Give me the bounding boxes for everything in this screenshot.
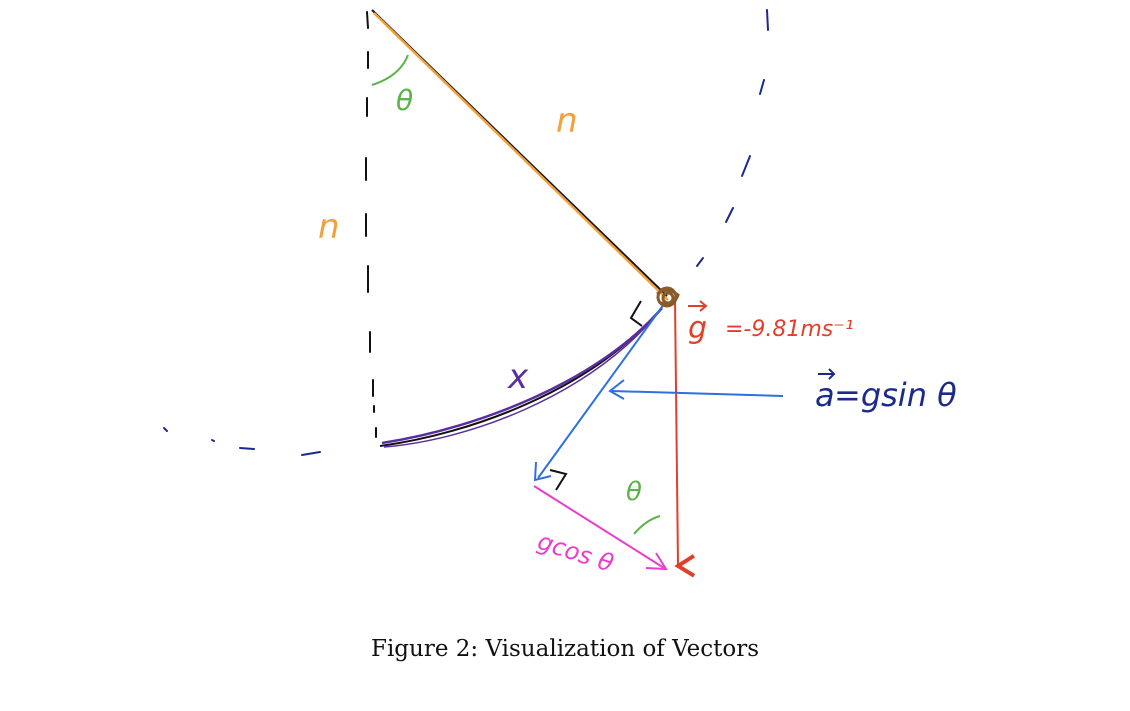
vertical-length-label: n (318, 207, 340, 247)
string-length-label: n (556, 101, 578, 141)
pendulum-bob (656, 286, 680, 308)
acceleration-label: a =gsin θ (815, 368, 957, 414)
theta-label-top: θ (396, 84, 413, 117)
gcos-magnitude-arrow (533, 485, 668, 571)
gcos-label: gcos θ (534, 527, 617, 578)
acceleration-formula: =gsin θ (834, 376, 957, 414)
acceleration-vector-hat (818, 368, 836, 380)
swing-arc (379, 307, 663, 448)
theta-angle-arc-bottom (633, 515, 661, 535)
arc-length-label: x (507, 357, 529, 397)
right-angle-mark-bottom (549, 469, 568, 491)
acceleration-symbol: a (815, 376, 835, 414)
gcos-component-arrow (533, 303, 665, 482)
gravity-symbol: g (688, 311, 707, 346)
acceleration-pointer-arrow (608, 379, 784, 400)
pendulum-vector-diagram: θ n n x g =-9.81ms⁻¹ a =gsin θ θ gcos θ (163, 9, 957, 578)
gravity-value: =-9.81ms⁻¹ (725, 317, 854, 342)
gravity-vector-hat (688, 300, 708, 312)
pendulum-string (371, 9, 669, 301)
figure-caption: Figure 2: Visualization of Vectors (370, 636, 759, 662)
theta-label-bottom: θ (626, 477, 642, 507)
right-dashed-trail (696, 9, 769, 267)
right-angle-mark-top (629, 300, 643, 327)
vertical-dashed-line (365, 11, 377, 438)
gravity-label: g =-9.81ms⁻¹ (688, 300, 854, 346)
left-dashed-trail (163, 427, 321, 456)
theta-angle-arc-top (371, 54, 409, 86)
gravity-vector-arrow (674, 299, 696, 578)
